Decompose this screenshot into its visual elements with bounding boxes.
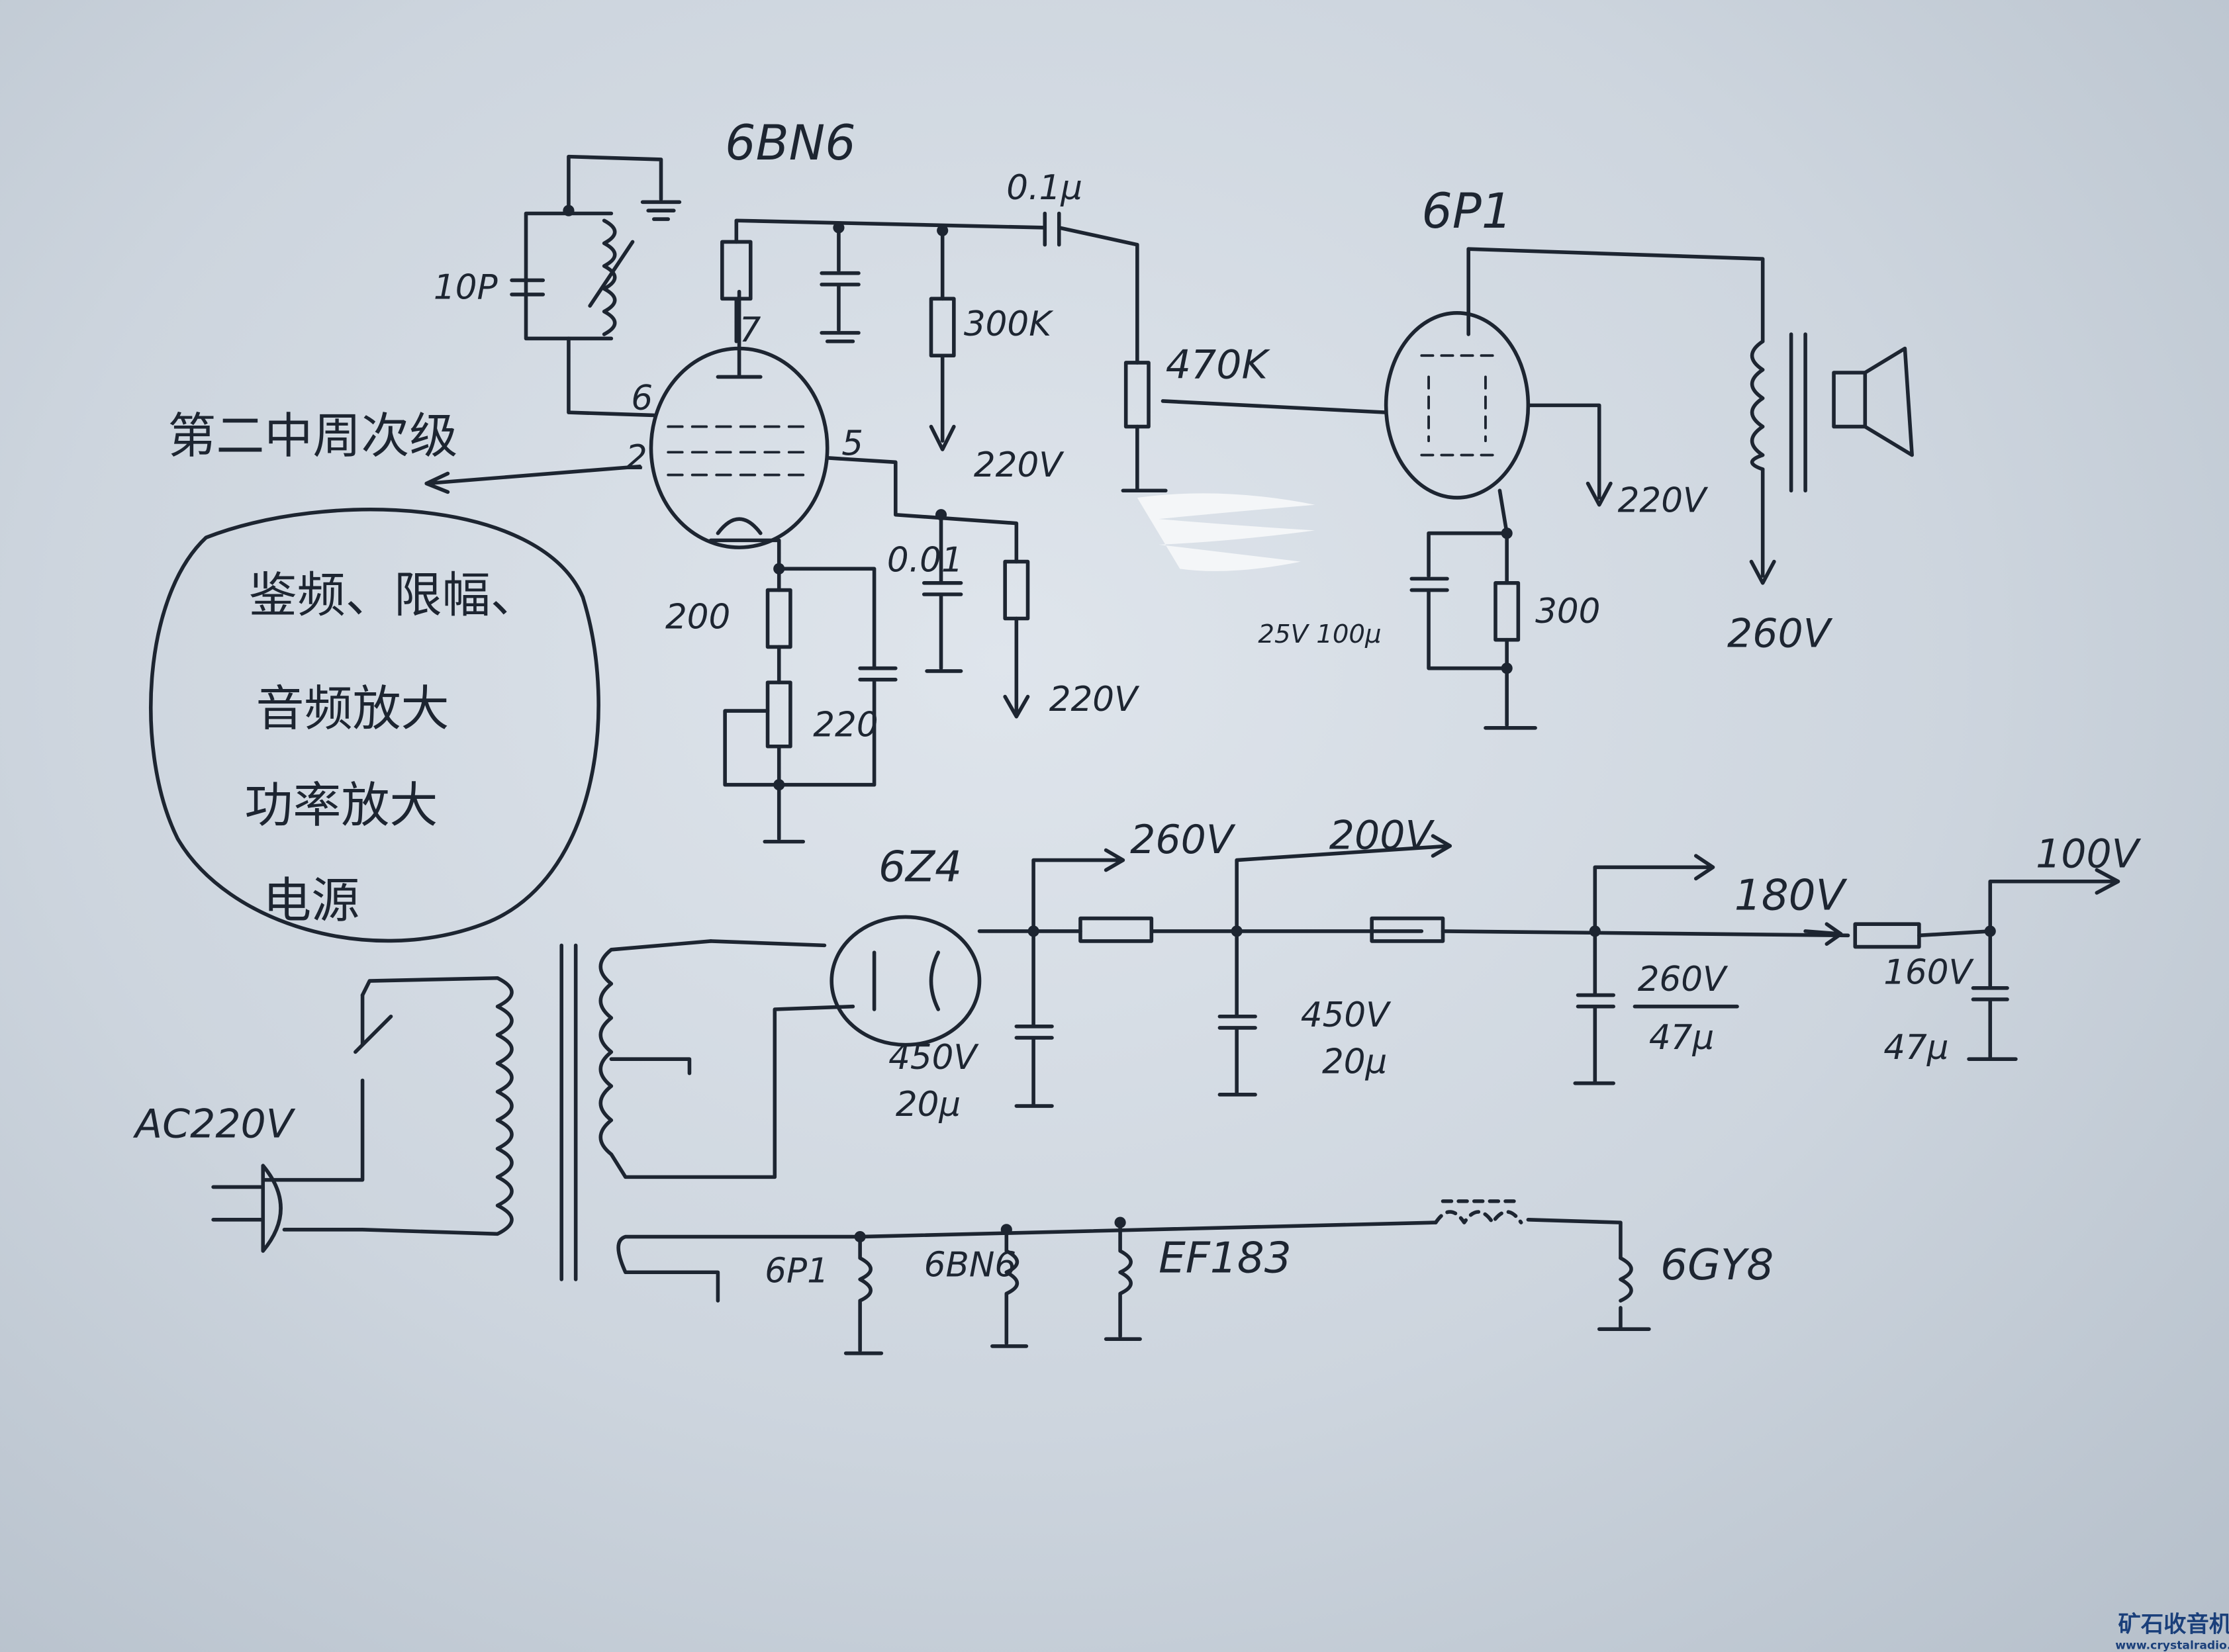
heater-ef183-label: EF183 xyxy=(1159,1233,1292,1283)
6p1-screen-voltage-label: 220V xyxy=(1618,481,1709,520)
plate-circuit: 0.1μ 300K 220V 470K xyxy=(720,168,1388,571)
b100-label: 100V xyxy=(2036,831,2142,877)
screen-voltage-label: 220V xyxy=(1049,680,1140,719)
tube-6p1: 6P1 220V 260V 25V 100μ 300 xyxy=(1258,183,1914,730)
tube-6z4-label: 6Z4 xyxy=(878,843,962,892)
filter-caps xyxy=(1014,929,2018,1108)
output-voltage-label: 260V xyxy=(1727,610,1833,657)
r-220-label: 220 xyxy=(813,706,878,745)
cap-001-label: 0.01 xyxy=(887,541,963,580)
c2-voltage: 450V xyxy=(1301,995,1392,1035)
r-300k-label: 300K xyxy=(964,304,1054,344)
watermark-url: www.crystalradio.cn xyxy=(2115,1639,2229,1652)
power-supply: AC220V 6Z4 260V 200V 180V 100V 450V 20μ … xyxy=(132,812,2142,1281)
cap-100u-label: 25V 100μ xyxy=(1258,620,1381,649)
tuned-circuit: 10P xyxy=(434,154,682,418)
c3-voltage: 260V xyxy=(1638,960,1729,999)
watermark-logo: 矿石收音机 www.crystalradio.cn xyxy=(2115,1612,2229,1652)
pin7-label: 7 xyxy=(739,310,761,350)
c4-capacitance: 47μ xyxy=(1883,1028,1948,1068)
b180-label: 180V xyxy=(1734,871,1848,921)
c4-voltage: 160V xyxy=(1883,952,1974,992)
heater-6bn6-label: 6BN6 xyxy=(924,1246,1016,1285)
c3-capacitance: 47μ xyxy=(1649,1018,1714,1058)
ac-input-label: AC220V xyxy=(132,1101,296,1147)
heater-6p1-label: 6P1 xyxy=(765,1251,829,1291)
c1-voltage: 450V xyxy=(888,1038,979,1078)
r-300-label: 300 xyxy=(1535,592,1600,631)
c2-capacitance: 20μ xyxy=(1322,1042,1387,1082)
note-line-2: 音频放大 xyxy=(256,681,450,737)
heater-6gy8-label: 6GY8 xyxy=(1660,1240,1774,1290)
note-line-4: 电源 xyxy=(263,872,359,929)
note-line-1: 鉴频、限幅、 xyxy=(249,567,539,623)
b200-label: 200V xyxy=(1329,812,1435,858)
pin5-label: 5 xyxy=(841,424,863,464)
pot-470k-label: 470K xyxy=(1166,342,1271,389)
watermark-title: 矿石收音机 xyxy=(2118,1612,2229,1638)
notes-circle: 鉴频、限幅、 音频放大 功率放大 电源 xyxy=(149,508,600,943)
r-200-label: 200 xyxy=(665,598,730,637)
c1-capacitance: 20μ xyxy=(896,1085,961,1124)
tube-6p1-label: 6P1 xyxy=(1421,183,1512,240)
note-line-3: 功率放大 xyxy=(244,778,438,834)
cap-01u-label: 0.1μ xyxy=(1006,168,1082,208)
b260-label: 260V xyxy=(1130,817,1236,863)
plate-voltage-label: 220V xyxy=(974,445,1065,485)
heater-circuit: 6P1 6BN6 EF183 6GY8 xyxy=(616,1199,1774,1355)
pin2-label: 2 xyxy=(626,438,647,478)
screen-cathode-circuit: 0.01 220V 200 220 xyxy=(665,456,1140,844)
input-label: 第二中周次级 xyxy=(167,408,457,464)
cap-10p-label: 10P xyxy=(434,267,498,307)
pin6-label: 6 xyxy=(631,379,653,418)
tube-6bn6-label: 6BN6 xyxy=(725,115,856,171)
tube-6bn6: 6BN6 7 6 2 5 xyxy=(626,115,863,564)
